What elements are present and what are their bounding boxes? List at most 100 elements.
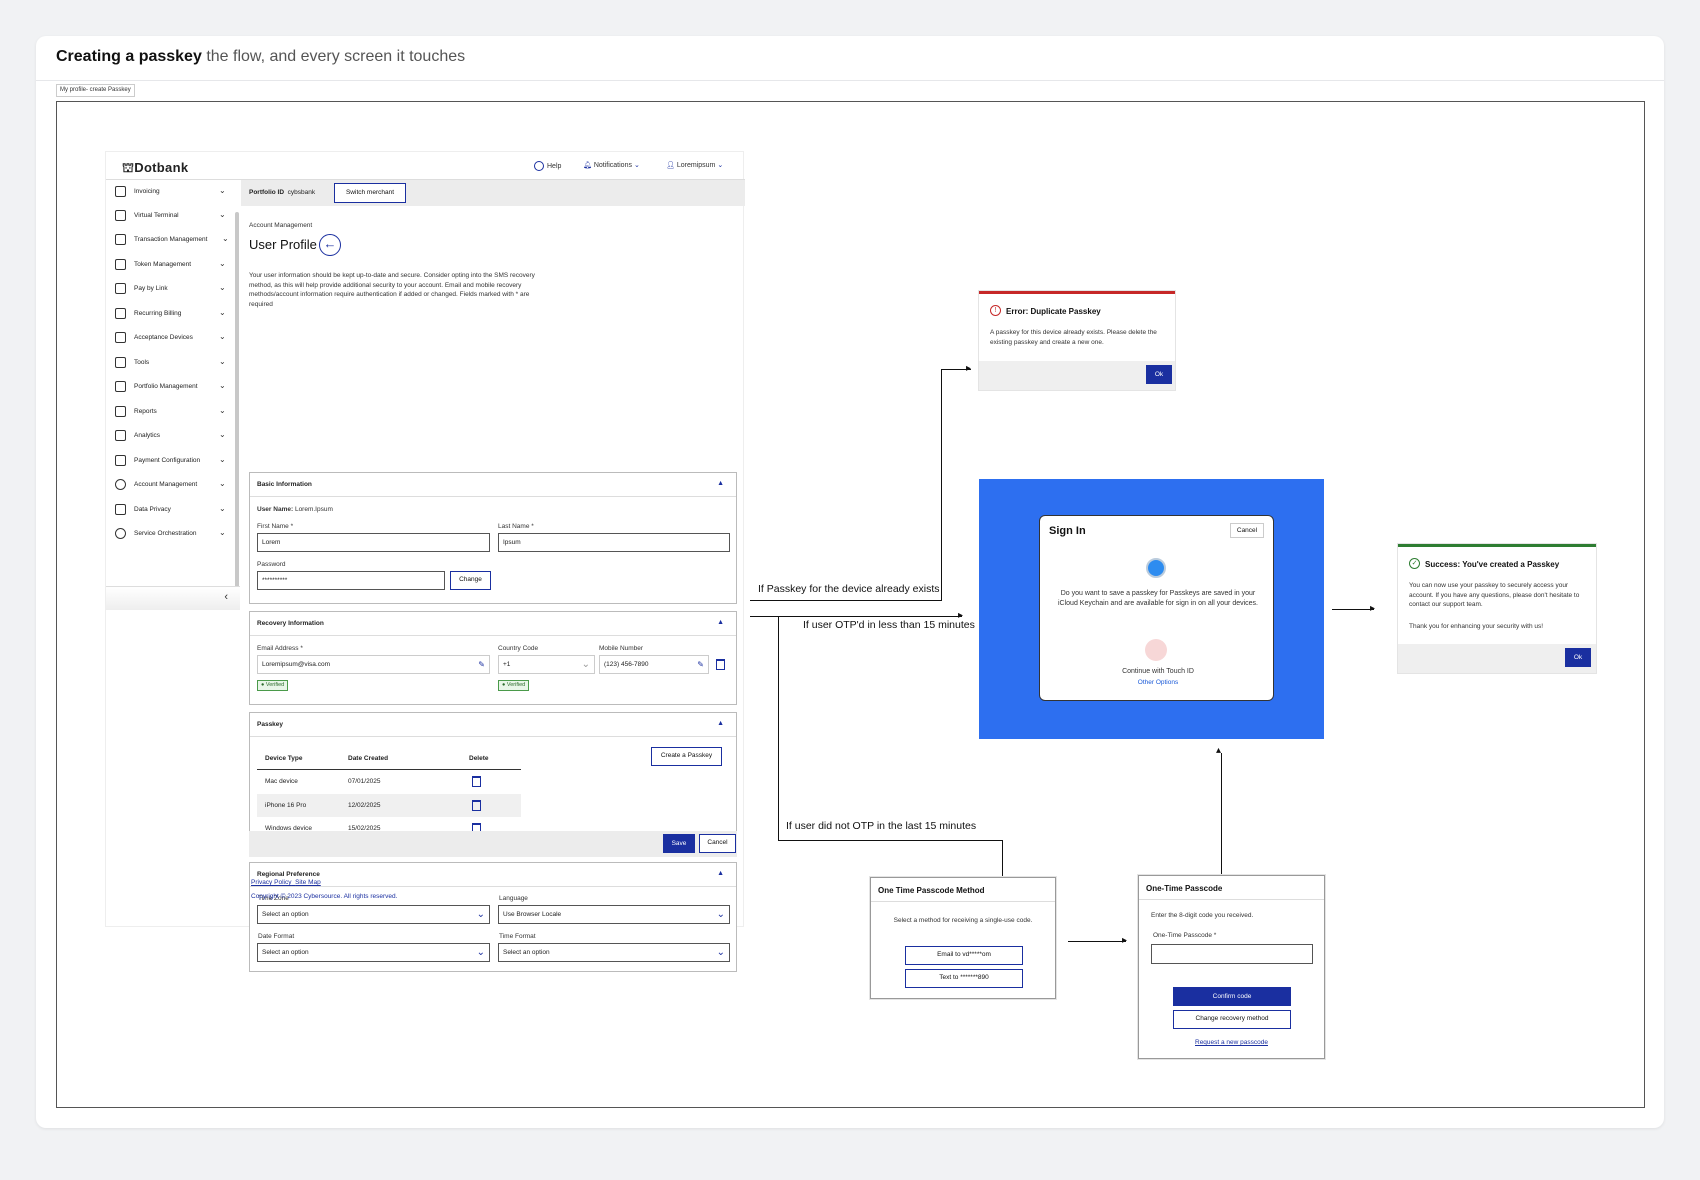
section-header[interactable]: Basic Information▲	[250, 473, 736, 497]
connector-line	[750, 600, 941, 601]
sidebar-item-virtual-terminal[interactable]: Virtual Terminal⌄	[106, 204, 240, 228]
confirm-code-button[interactable]: Confirm code	[1173, 987, 1291, 1006]
language-select[interactable]: Use Browser Locale⌄	[498, 905, 730, 924]
connector-line	[1221, 753, 1222, 875]
flow-label-exists: If Passkey for the device already exists	[758, 583, 940, 595]
billing-icon	[115, 308, 126, 319]
back-arrow-icon[interactable]: ←	[319, 234, 341, 256]
sidebar-item-acceptance-devices[interactable]: Acceptance Devices⌄	[106, 326, 240, 350]
wrench-icon	[115, 357, 126, 368]
mobile-number-field[interactable]: (123) 456-7890✎	[599, 655, 709, 674]
otp-code-field[interactable]	[1151, 944, 1313, 964]
edit-pencil-icon[interactable]: ✎	[697, 660, 704, 669]
text-otp-button[interactable]: Text to *******890	[905, 969, 1023, 988]
chevron-down-icon: ⌄	[219, 504, 226, 513]
notifications-menu[interactable]: 🔔︎ Notifications ⌄	[583, 162, 640, 169]
bar-chart-icon	[115, 430, 126, 441]
sidebar-item-tools[interactable]: Tools⌄	[106, 351, 240, 375]
switch-merchant-button[interactable]: Switch merchant	[334, 183, 406, 203]
change-password-button[interactable]: Change	[450, 571, 491, 590]
fingerprint-icon[interactable]	[1145, 639, 1167, 661]
breadcrumb[interactable]: Account Management	[249, 222, 313, 229]
save-button[interactable]: Save	[663, 834, 695, 853]
sidebar-item-analytics[interactable]: Analytics⌄	[106, 424, 240, 448]
date-format-select[interactable]: Select an option⌄	[257, 943, 490, 962]
success-passkey-dialog: ✓ Success: You've created a Passkey You …	[1398, 544, 1596, 673]
arrow-right-icon: ▸	[1370, 603, 1376, 614]
sidebar-item-portfolio-management[interactable]: Portfolio Management⌄	[106, 375, 240, 399]
section-header[interactable]: Recovery Information▲	[250, 612, 736, 636]
connector-line	[941, 369, 942, 601]
chevron-down-icon: ⌄	[219, 357, 226, 366]
dotbank-logo[interactable]: ⛫Dotbank	[122, 160, 189, 175]
compass-icon	[1146, 558, 1166, 578]
collapse-caret-icon: ▲	[717, 870, 724, 877]
collapse-sidebar-button[interactable]: ‹	[106, 586, 240, 610]
time-format-select[interactable]: Select an option⌄	[498, 943, 730, 962]
link-icon	[115, 283, 126, 294]
time-zone-select[interactable]: Select an option⌄	[257, 905, 490, 924]
email-field[interactable]: Loremipsum@visa.com✎	[257, 655, 490, 674]
document-icon	[115, 406, 126, 417]
frame-label[interactable]: My profile- create Passkey	[56, 84, 135, 97]
sidebar-item-token-management[interactable]: Token Management⌄	[106, 253, 240, 277]
request-new-passcode-link[interactable]: Request a new passcode	[1195, 1039, 1268, 1046]
last-name-field[interactable]: Ipsum	[498, 533, 730, 552]
email-verified-badge: ● Verified	[257, 680, 289, 691]
cancel-button[interactable]: Cancel	[699, 834, 736, 853]
create-passkey-button[interactable]: Create a Passkey	[651, 747, 722, 766]
chevron-down-icon: ⌄	[476, 947, 485, 958]
help-link[interactable]: Help	[534, 161, 561, 171]
sidebar-item-invoicing[interactable]: Invoicing⌄	[106, 180, 240, 204]
connector-line	[941, 369, 971, 370]
chevron-down-icon: ⌄	[219, 528, 226, 537]
trash-icon[interactable]	[716, 659, 725, 670]
ok-button[interactable]: Ok	[1565, 648, 1591, 667]
sidebar-item-account-management[interactable]: Account Management⌄	[106, 473, 240, 497]
merchant-bar: Portfolio ID cybsbank Switch merchant	[241, 180, 745, 206]
country-code-select[interactable]: +1⌄	[498, 655, 595, 674]
payment-icon	[115, 455, 126, 466]
sidebar-item-payment-configuration[interactable]: Payment Configuration⌄	[106, 449, 240, 473]
gear-icon	[115, 479, 126, 490]
section-header[interactable]: Passkey▲	[250, 713, 736, 737]
first-name-field[interactable]: Lorem	[257, 533, 490, 552]
password-field[interactable]: **********	[257, 571, 445, 590]
trash-icon[interactable]	[472, 800, 481, 811]
privacy-policy-link[interactable]: Privacy Policy	[251, 879, 292, 886]
recovery-information-section: Recovery Information▲ Email Address * Lo…	[249, 611, 737, 705]
chevron-down-icon: ⌄	[219, 210, 226, 219]
sidebar-item-data-privacy[interactable]: Data Privacy⌄	[106, 498, 240, 522]
privacy-icon	[115, 504, 126, 515]
trash-icon[interactable]	[472, 776, 481, 787]
site-map-link[interactable]: Site Map	[295, 879, 321, 886]
ok-button[interactable]: Ok	[1146, 365, 1172, 384]
section-header[interactable]: Regional Preference▲	[250, 863, 736, 887]
token-icon	[115, 259, 126, 270]
other-options-link[interactable]: Other Options	[1137, 679, 1179, 686]
user-menu[interactable]: 👤︎ Loremipsum ⌄	[666, 162, 724, 169]
sidebar: Invoicing⌄ Virtual Terminal⌄ Transaction…	[106, 180, 240, 610]
sidebar-item-transaction-management[interactable]: Transaction Management⌄	[106, 228, 240, 252]
change-recovery-method-button[interactable]: Change recovery method	[1173, 1010, 1291, 1029]
sign-in-dialog: Sign In Cancel Do you want to save a pas…	[1039, 515, 1274, 701]
chevron-down-icon: ⌄	[219, 332, 226, 341]
cancel-button[interactable]: Cancel	[1230, 523, 1264, 538]
touch-id-option[interactable]: Continue with Touch ID	[1122, 668, 1194, 675]
chevron-down-icon: ⌄	[219, 259, 226, 268]
sidebar-item-reports[interactable]: Reports⌄	[106, 400, 240, 424]
orchestration-icon	[115, 528, 126, 539]
chevron-down-icon: ⌄	[219, 186, 226, 195]
table-row: iPhone 16 Pro 12/02/2025	[257, 794, 521, 817]
transaction-icon	[115, 234, 126, 245]
arrow-right-icon: ▸	[1122, 935, 1128, 946]
email-otp-button[interactable]: Email to vd*****om	[905, 946, 1023, 965]
sidebar-item-recurring-billing[interactable]: Recurring Billing⌄	[106, 302, 240, 326]
otp-code-dialog: One-Time Passcode Enter the 8-digit code…	[1138, 875, 1325, 1059]
basic-information-section: Basic Information▲ User Name: Lorem.Ipsu…	[249, 472, 737, 604]
sidebar-item-service-orchestration[interactable]: Service Orchestration⌄	[106, 522, 240, 546]
header-divider	[36, 80, 1664, 81]
sidebar-scrollbar[interactable]	[235, 212, 239, 592]
edit-pencil-icon[interactable]: ✎	[478, 660, 485, 669]
sidebar-item-pay-by-link[interactable]: Pay by Link⌄	[106, 277, 240, 301]
